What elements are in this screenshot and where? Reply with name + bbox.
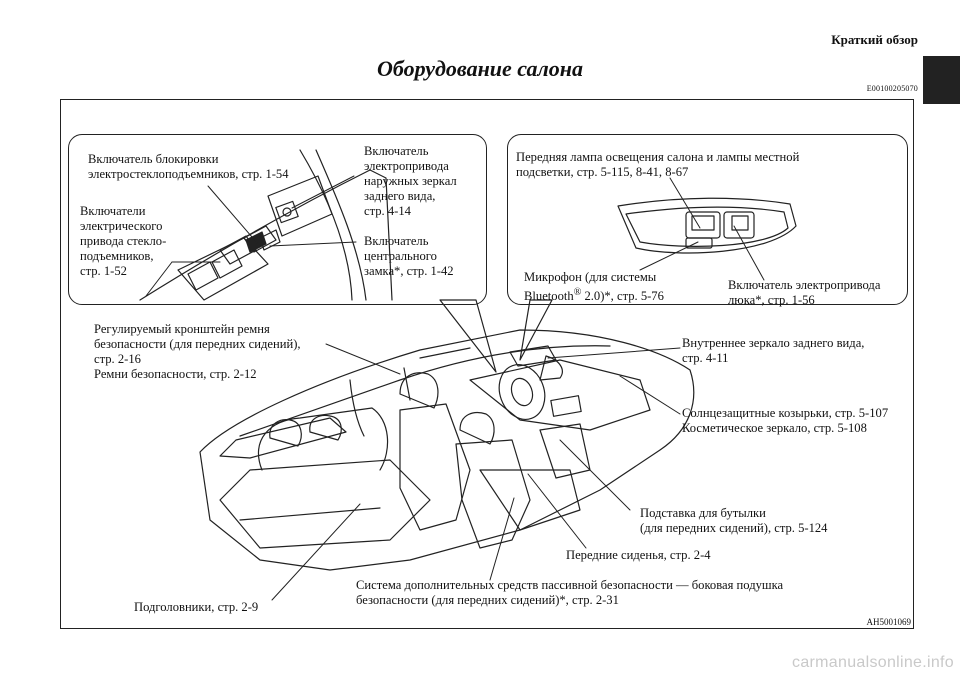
mirror-switch-label: Включатель электропривода наружных зерка… bbox=[364, 144, 457, 218]
headrests-label: Подголовники, стр. 2-9 bbox=[134, 600, 259, 614]
chapter-tab-marker bbox=[923, 56, 960, 104]
roof-leader-lines bbox=[639, 177, 765, 281]
watermark: carmanualsonline.info bbox=[792, 654, 954, 671]
seatbelt-anchor-label: Регулируемый кронштейн ремня безопасност… bbox=[94, 322, 301, 381]
interior-leader-lines bbox=[271, 343, 681, 601]
sunroof-switch-label: Включатель электропривода люка*, стр. 1-… bbox=[728, 278, 881, 307]
figure-code: AH5001069 bbox=[866, 617, 912, 627]
sun-visors-label: Солнцезащитные козырьки, стр. 5-107 Косм… bbox=[682, 406, 889, 435]
section-label: Краткий обзор bbox=[831, 32, 918, 47]
door-switch-panel-drawing bbox=[139, 149, 393, 301]
front-lamps-label: Передняя лампа освещения салона и лампы … bbox=[516, 150, 800, 179]
window-switches-label: Включатели электрического привода стекло… bbox=[80, 204, 167, 278]
figure-frame bbox=[60, 99, 914, 629]
page-title: Оборудование салона bbox=[377, 56, 583, 81]
roof-console-drawing bbox=[617, 197, 797, 254]
door-panel-callout-box bbox=[68, 134, 487, 305]
car-interior-drawing bbox=[199, 329, 695, 571]
roof-console-callout-box bbox=[507, 134, 908, 305]
document-code: E00100205070 bbox=[866, 84, 918, 93]
bottle-holder-label: Подставка для бутылки (для передних сиде… bbox=[640, 506, 828, 535]
door-leader-lines bbox=[145, 175, 357, 297]
central-lock-switch-label: Включатель центрального замка*, стр. 1-4… bbox=[364, 234, 454, 278]
front-seats-label: Передние сиденья, стр. 2-4 bbox=[566, 548, 711, 562]
inner-mirror-label: Внутреннее зеркало заднего вида, стр. 4-… bbox=[682, 336, 865, 365]
door-pointer-wedge bbox=[439, 299, 497, 373]
window-lock-switch-label: Включатель блокировки электростеклоподъе… bbox=[88, 152, 289, 181]
side-airbag-label: Система дополнительных средств пассивной… bbox=[356, 578, 784, 607]
